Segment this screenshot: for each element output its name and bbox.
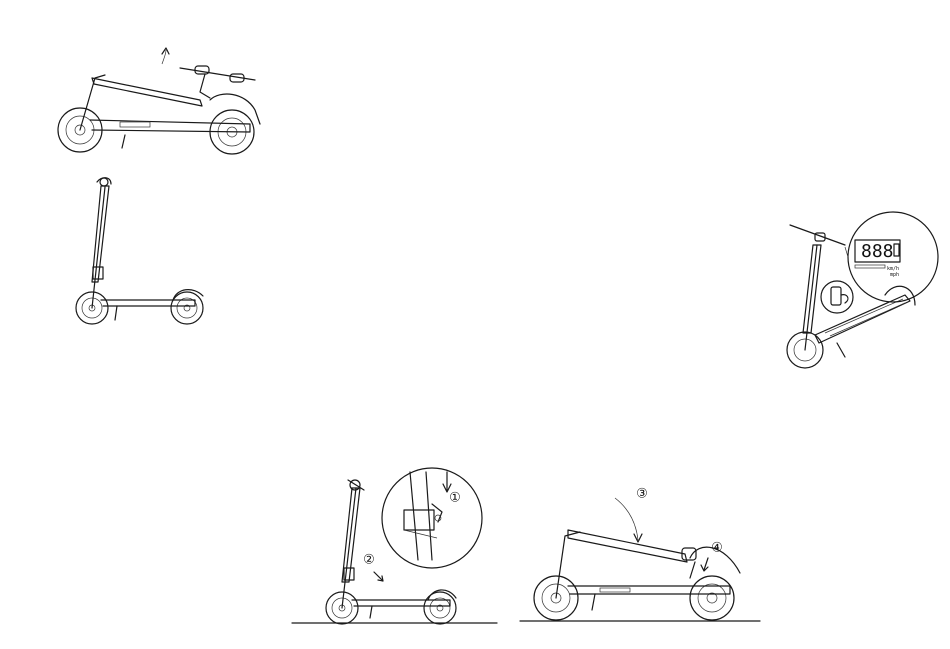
scooter-illustration	[520, 530, 760, 621]
figure-display-detail: 888 km/h mph	[775, 215, 945, 375]
unit-mph-label: mph	[890, 272, 899, 278]
hinge-detail-callout	[382, 468, 482, 568]
lcd-digits: 888	[861, 241, 894, 262]
step-2-marker: ②	[363, 553, 383, 582]
step-1-marker: ①	[449, 491, 461, 506]
scooter-illustration	[76, 178, 203, 324]
figure-unfolded-scooter	[65, 172, 215, 332]
scooter-illustration	[787, 225, 915, 368]
figure-folding-stem: ③ ④	[520, 478, 760, 628]
scooter-illustration	[58, 48, 260, 154]
power-button-callout	[821, 281, 853, 313]
step-3-label: ③	[636, 487, 648, 502]
step-3-marker: ③	[615, 487, 648, 543]
figure-release-lever: ① ②	[292, 460, 502, 630]
step-4-label: ④	[711, 541, 723, 556]
scooter-illustration	[292, 480, 497, 624]
step-2-label: ②	[363, 553, 375, 568]
step-1-label: ①	[449, 491, 461, 506]
figure-unfolding-scooter	[50, 40, 280, 165]
step-4-marker: ④	[701, 541, 723, 572]
